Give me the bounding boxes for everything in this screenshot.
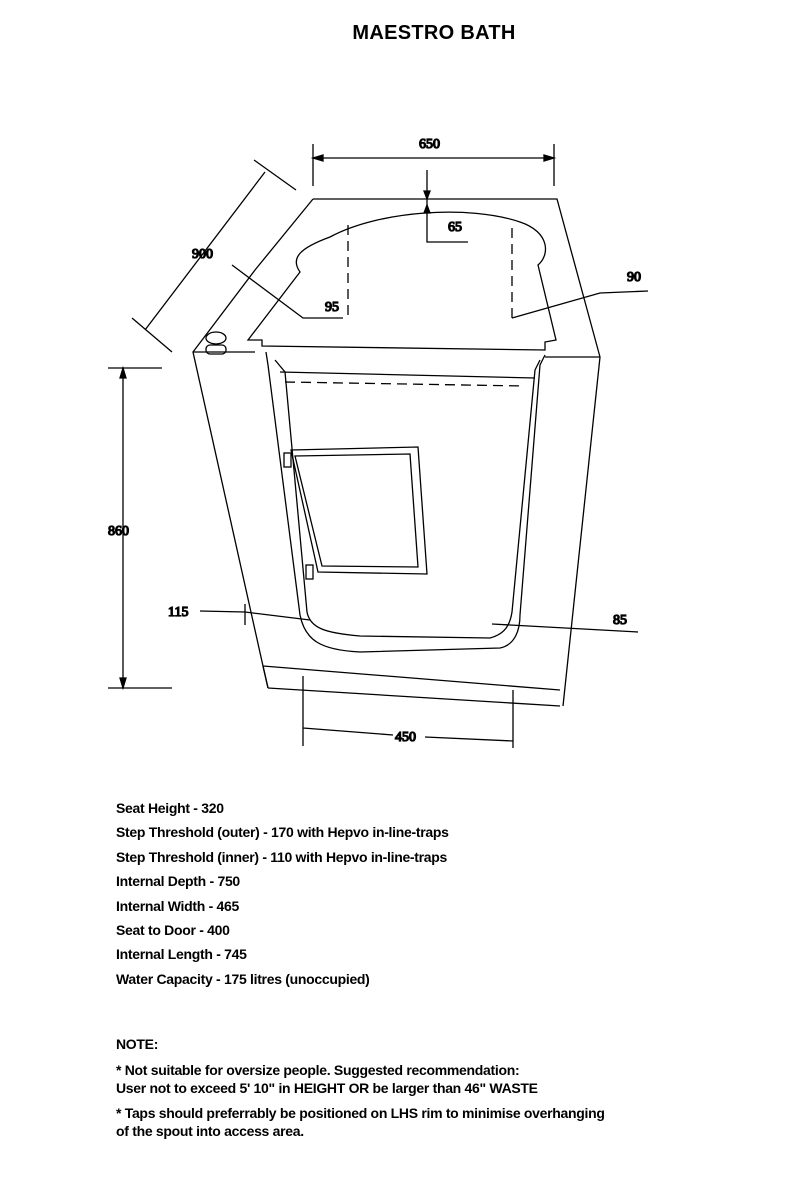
tap-icon: [205, 344, 227, 355]
basin-rim-outline: [246, 211, 557, 351]
tap-icon: [205, 331, 227, 345]
dimension-95: 95: [231, 264, 343, 319]
svg-text:65: 65: [448, 220, 462, 235]
dimension-115: 115: [167, 604, 311, 625]
svg-text:115: 115: [168, 605, 188, 620]
page-title: MAESTRO BATH: [352, 22, 516, 44]
note-section: NOTE: * Not suitable for oversize people…: [116, 1035, 605, 1147]
spec-item: Internal Width - 465: [116, 897, 240, 914]
svg-text:90: 90: [627, 270, 641, 285]
svg-text:900: 900: [192, 247, 213, 262]
dimension-90: 90: [511, 269, 649, 319]
note-item: * Not suitable for oversize people. Sugg…: [116, 1061, 605, 1097]
spec-item: Water Capacity - 175 litres (unoccupied): [116, 970, 370, 987]
dimension-85: 85: [491, 612, 639, 633]
note-line: User not to exceed 5' 10" in HEIGHT OR b…: [116, 1080, 538, 1096]
spec-item: Seat Height - 320: [116, 800, 224, 816]
svg-text:650: 650: [419, 137, 440, 152]
spec-item: Step Threshold (outer) - 170 with Hepvo …: [116, 824, 449, 841]
door-outline: [283, 446, 428, 580]
svg-text:95: 95: [325, 300, 339, 315]
dimension-450: 450: [302, 676, 514, 748]
note-item: * Taps should preferrably be positioned …: [116, 1104, 605, 1140]
spec-item: Internal Length - 745: [116, 946, 247, 963]
note-line: * Not suitable for oversize people. Sugg…: [116, 1062, 520, 1078]
dimension-65: 65: [423, 170, 468, 243]
svg-text:860: 860: [108, 524, 129, 539]
specifications-list: Seat Height - 320 Step Threshold (outer)…: [116, 798, 449, 993]
spec-item: Internal Depth - 750: [116, 873, 240, 890]
note-line: * Taps should preferrably be positioned …: [116, 1105, 605, 1121]
note-line: of the spout into access area.: [116, 1123, 304, 1139]
svg-text:85: 85: [613, 613, 627, 628]
dimension-650: 650: [310, 136, 557, 186]
dimension-860: 860: [107, 365, 172, 691]
dimension-900: 900: [131, 159, 297, 353]
note-heading: NOTE:: [116, 1036, 159, 1052]
bath-outline: [192, 198, 601, 707]
svg-text:450: 450: [395, 730, 416, 745]
spec-item: Step Threshold (inner) - 110 with Hepvo …: [116, 848, 448, 865]
spec-item: Seat to Door - 400: [116, 921, 230, 938]
tub-inner-outline: [265, 351, 546, 653]
